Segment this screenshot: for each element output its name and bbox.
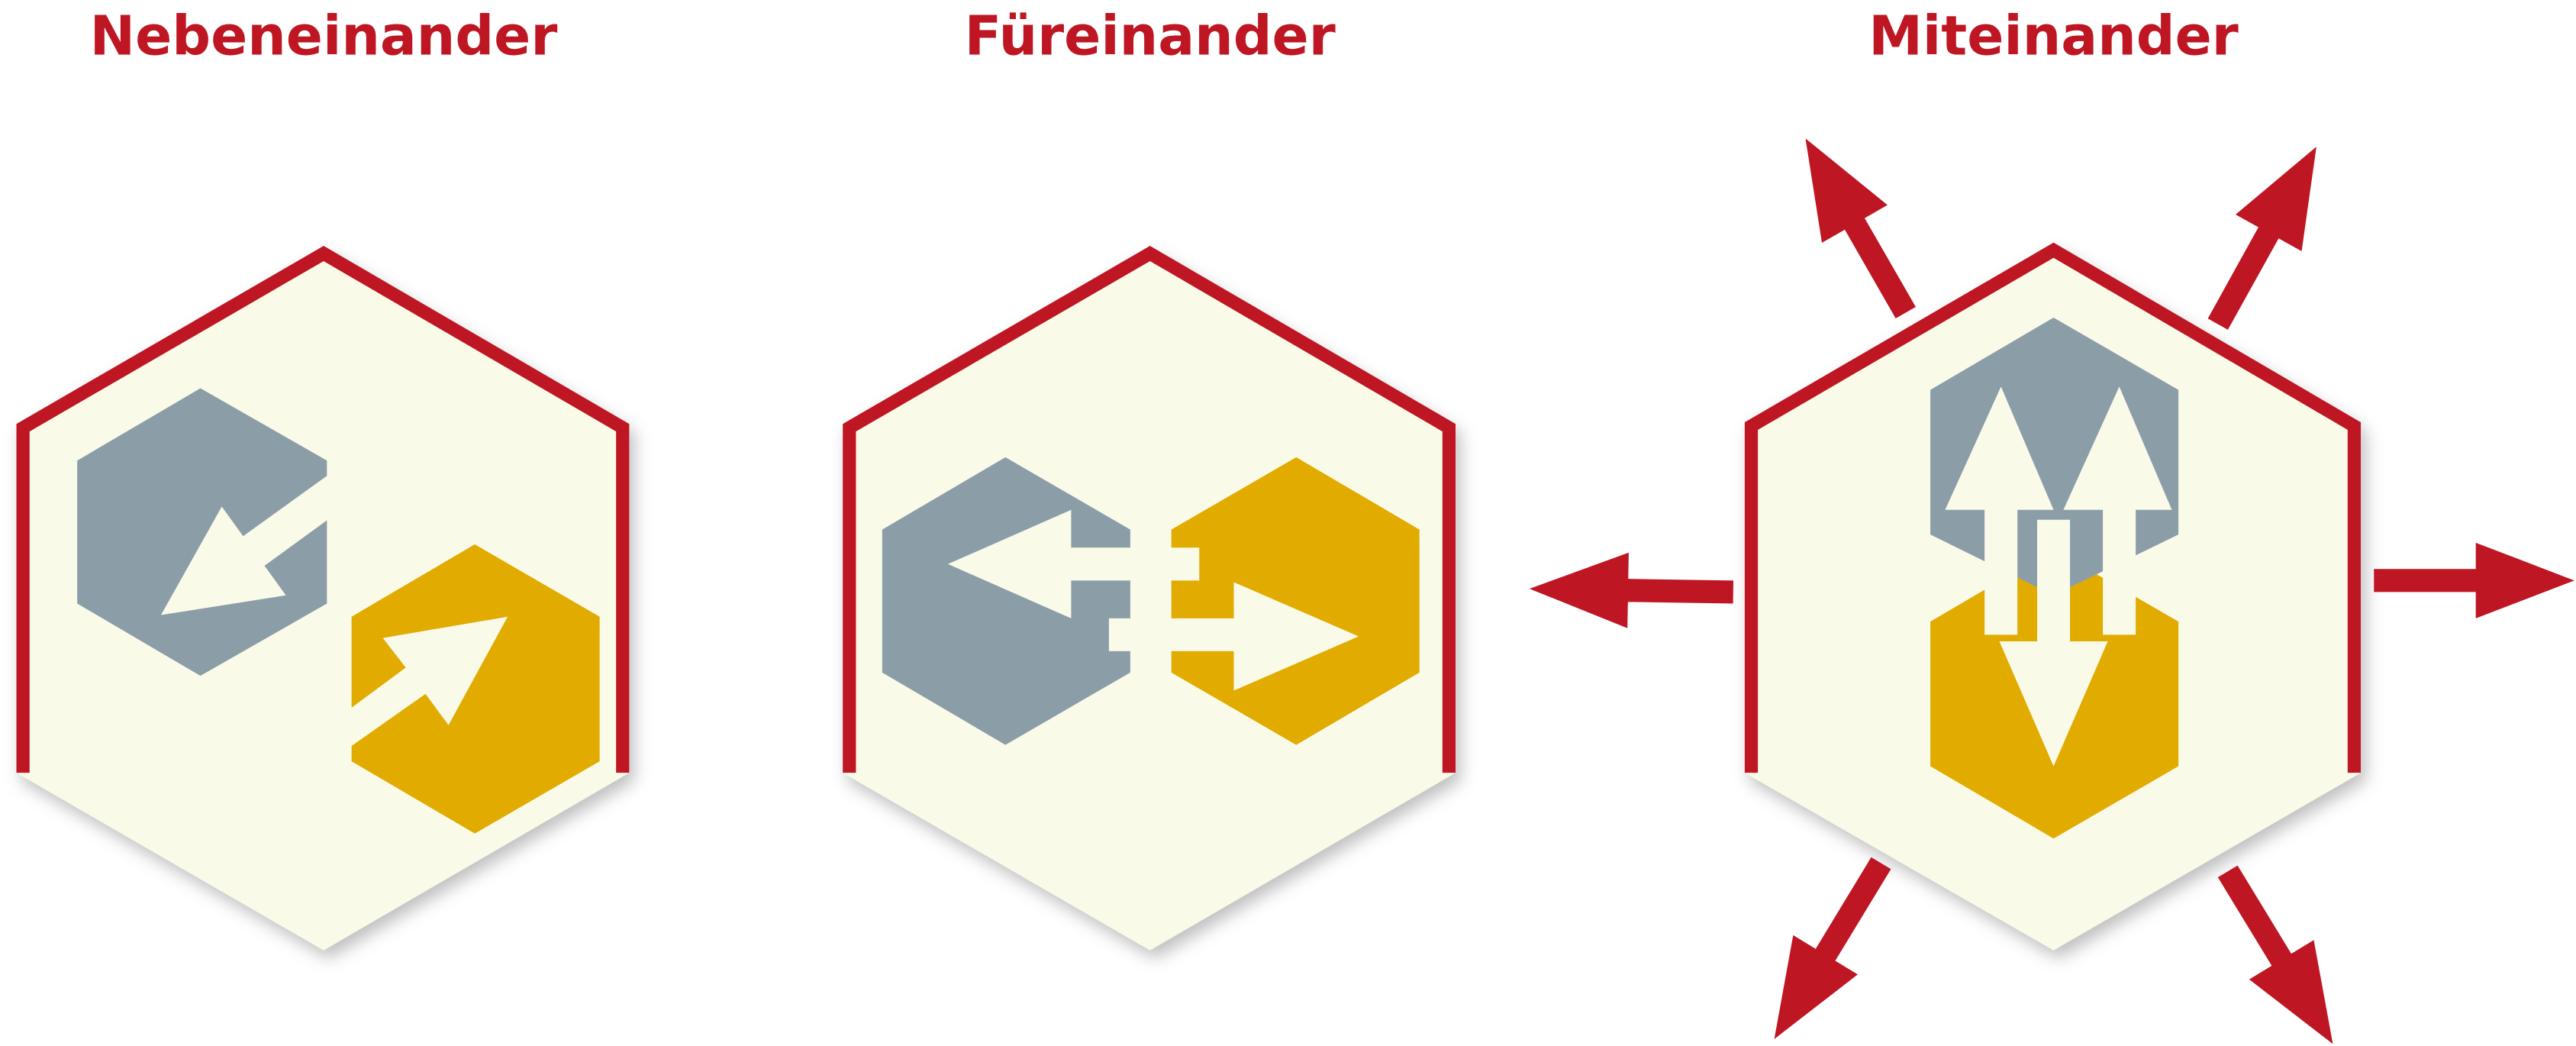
panel-title: Füreinander <box>965 5 1336 68</box>
arrow-up-icon <box>2063 386 2172 635</box>
arrow-up-right-icon <box>337 616 508 757</box>
panel-title: Nebeneinander <box>90 5 558 68</box>
grey-hexagon <box>77 388 327 676</box>
arrow-down-left-icon <box>160 468 337 615</box>
gold-hexagon <box>351 544 600 834</box>
arrow-down-right-icon <box>2217 865 2333 1044</box>
arrow-down-left-icon <box>1774 857 1891 1039</box>
panel-fuereinander: Füreinander <box>843 5 1456 951</box>
outward-arrows <box>1529 138 2574 1044</box>
panel-nebeneinander: Nebeneinander <box>16 5 630 951</box>
panel-miteinander: Miteinander <box>1529 5 2574 1044</box>
arrow-up-right-icon <box>2207 147 2316 330</box>
arrow-left-icon <box>1529 552 1734 628</box>
arrow-up-left-icon <box>1805 138 1916 319</box>
arrow-down-icon <box>1999 519 2108 767</box>
outer-hexagon <box>843 246 1456 951</box>
arrow-up-icon <box>1945 386 2054 635</box>
arrow-left-icon <box>947 509 1200 618</box>
gold-hexagon <box>1171 457 1420 745</box>
arrow-right-icon <box>2374 542 2574 618</box>
panel-title: Miteinander <box>1868 5 2239 68</box>
